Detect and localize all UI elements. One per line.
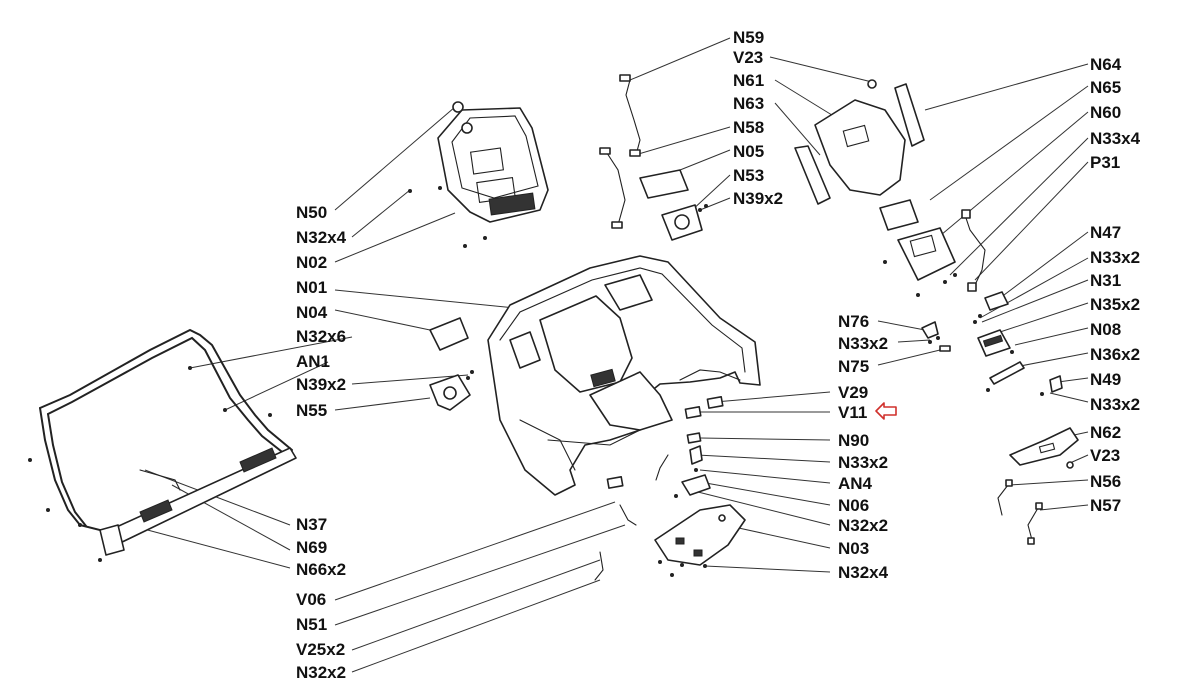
top-right-parts xyxy=(794,79,986,297)
label-N06: N06 xyxy=(838,496,869,515)
label-N36x2: N36x2 xyxy=(1090,345,1140,364)
bottom-plate-part xyxy=(654,504,746,577)
label-N76: N76 xyxy=(838,312,869,331)
label-N75: N75 xyxy=(838,357,869,376)
label-N62: N62 xyxy=(1090,423,1121,442)
label-N63: N63 xyxy=(733,94,764,113)
label-N32x6: N32x6 xyxy=(296,327,346,346)
label-N39x2: N39x2 xyxy=(296,375,346,394)
label-N61: N61 xyxy=(733,71,764,90)
overlay-plate-part xyxy=(429,317,469,351)
label-AN1: AN1 xyxy=(296,352,330,371)
label-N04: N04 xyxy=(296,303,328,322)
label-N05: N05 xyxy=(733,142,764,161)
label-N58: N58 xyxy=(733,118,764,137)
label-N59: N59 xyxy=(733,28,764,47)
part-labels: N50 N32x4 N02 N01 N04 N32x6 AN1 N39x2 N5… xyxy=(296,28,1141,682)
label-V23-b: V23 xyxy=(1090,446,1120,465)
main-console-part xyxy=(487,255,761,496)
label-N03: N03 xyxy=(838,539,869,558)
right-mid-parts xyxy=(973,291,1063,396)
label-N32x4-b: N32x4 xyxy=(838,563,889,582)
label-N90: N90 xyxy=(838,431,869,450)
label-V25x2: V25x2 xyxy=(296,640,345,659)
handlebar-frame-part xyxy=(28,328,297,562)
label-N50: N50 xyxy=(296,203,327,222)
label-N64: N64 xyxy=(1090,55,1122,74)
label-N01: N01 xyxy=(296,278,327,297)
label-N33x2-c: N33x2 xyxy=(1090,248,1140,267)
label-V23: V23 xyxy=(733,48,763,67)
lower-right-parts xyxy=(997,427,1079,545)
label-V29: V29 xyxy=(838,383,868,402)
label-N49: N49 xyxy=(1090,370,1121,389)
label-N31: N31 xyxy=(1090,271,1121,290)
label-N53: N53 xyxy=(733,166,764,185)
leader-lines xyxy=(139,37,1089,673)
label-V06: V06 xyxy=(296,590,326,609)
label-N37: N37 xyxy=(296,515,327,534)
center-cables xyxy=(594,445,711,581)
speaker-bracket-left-part xyxy=(429,370,474,411)
label-N55: N55 xyxy=(296,401,327,420)
label-N32x2: N32x2 xyxy=(296,663,346,682)
label-N47: N47 xyxy=(1090,223,1121,242)
center-right-brackets xyxy=(921,321,951,352)
label-N60: N60 xyxy=(1090,103,1121,122)
rear-housing-part xyxy=(408,101,549,248)
label-V11: V11 xyxy=(838,403,867,422)
label-N51: N51 xyxy=(296,615,327,634)
label-N33x2-b: N33x2 xyxy=(838,453,888,472)
label-N08: N08 xyxy=(1090,320,1121,339)
label-N57: N57 xyxy=(1090,496,1121,515)
label-N33x2-a: N33x2 xyxy=(838,334,888,353)
top-center-cables xyxy=(599,74,708,241)
label-N32x2-b: N32x2 xyxy=(838,516,888,535)
label-N69: N69 xyxy=(296,538,327,557)
label-N35x2: N35x2 xyxy=(1090,295,1140,314)
label-N65: N65 xyxy=(1090,78,1121,97)
label-N66x2: N66x2 xyxy=(296,560,346,579)
label-N33x2-d: N33x2 xyxy=(1090,395,1140,414)
label-N33x4: N33x4 xyxy=(1090,129,1141,148)
label-P31: P31 xyxy=(1090,153,1120,172)
highlight-arrow-icon xyxy=(875,402,897,420)
label-AN4: AN4 xyxy=(838,474,873,493)
label-N02: N02 xyxy=(296,253,327,272)
label-N56: N56 xyxy=(1090,472,1121,491)
center-stickers xyxy=(606,396,724,489)
label-N39x2-b: N39x2 xyxy=(733,189,783,208)
label-N32x4: N32x4 xyxy=(296,228,347,247)
